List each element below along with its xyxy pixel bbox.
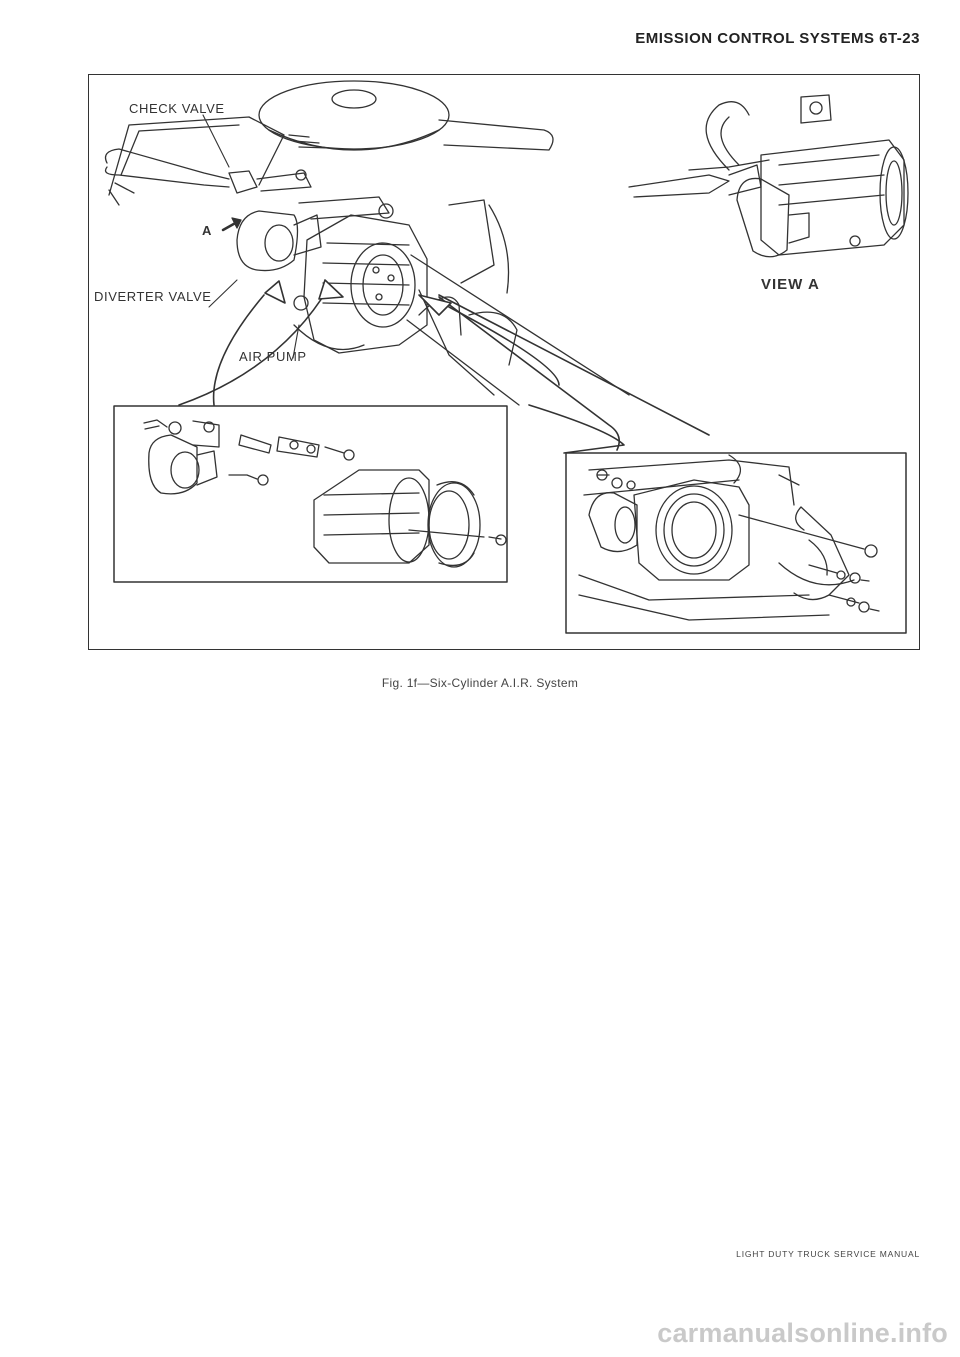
page-header-title: EMISSION CONTROL SYSTEMS 6T-23: [635, 30, 920, 47]
callout-arrows: [178, 279, 710, 451]
view-a-illustration: [628, 94, 909, 258]
air-pump-label: AIR PUMP: [239, 349, 307, 364]
engine-main-view: [104, 80, 630, 406]
callout-curve: [528, 404, 625, 454]
footer-manual-name: LIGHT DUTY TRUCK SERVICE MANUAL: [736, 1249, 920, 1259]
diverter-valve-label: DIVERTER VALVE: [94, 289, 212, 304]
view-a-label: VIEW A: [761, 276, 820, 293]
figure-caption: Fig. 1f—Six-Cylinder A.I.R. System: [381, 676, 579, 690]
check-valve-label: CHECK VALVE: [129, 101, 225, 116]
figure-frame: CHECK VALVE A DIVERTER VALVE AIR PUMP VI…: [88, 74, 920, 650]
air-system-illustration: CHECK VALVE A DIVERTER VALVE AIR PUMP VI…: [94, 80, 909, 634]
bracket-view-inset: [565, 452, 907, 634]
watermark: carmanualsonline.info: [657, 1318, 948, 1348]
exploded-view-inset: [113, 405, 508, 583]
label-leaders: [202, 114, 300, 359]
view-a-marker: A: [202, 223, 212, 238]
